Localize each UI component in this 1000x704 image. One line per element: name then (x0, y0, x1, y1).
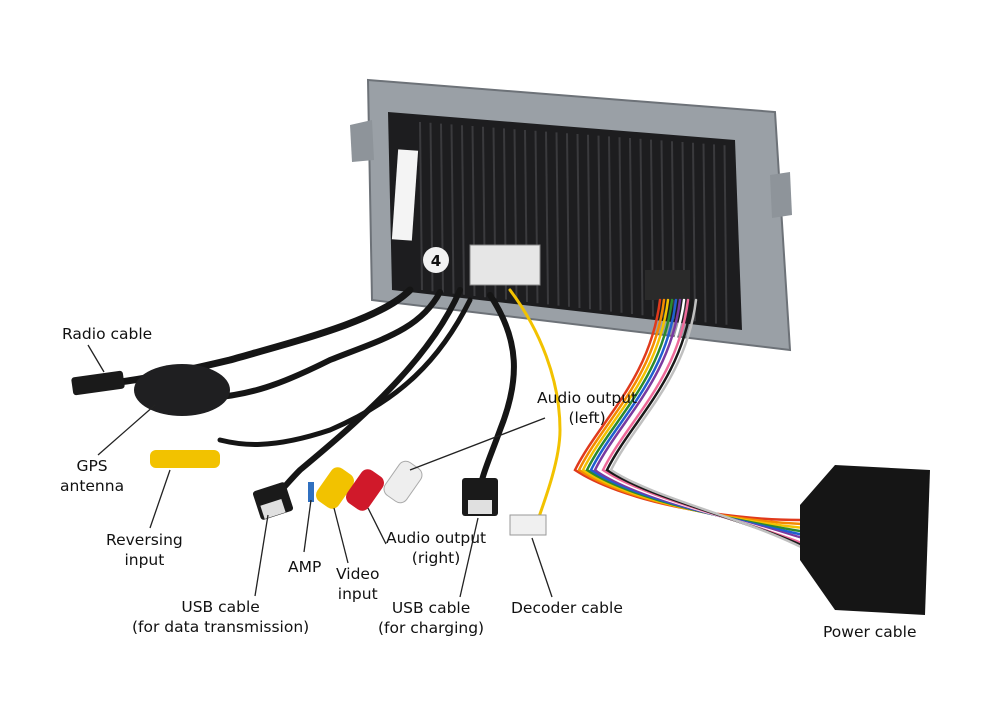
label-video-input: Video input (336, 565, 380, 603)
heatsink-fin (723, 145, 728, 325)
gps-cable-wire (207, 289, 443, 401)
label-radio-cable: Radio cable (62, 325, 153, 343)
leader-video-input (333, 507, 349, 564)
label-audio-right: Audio output (right) (386, 529, 487, 567)
heatsink-fin (576, 133, 581, 309)
power-socket (645, 270, 690, 300)
loop-wire (217, 297, 473, 447)
leader-decoder-cable (531, 537, 553, 598)
heatsink-fin (461, 125, 465, 295)
usb-data-wire (273, 287, 463, 499)
leader-radio-cable (87, 344, 105, 373)
yellow-wire (508, 288, 562, 530)
label-usb-charging: USB cable (for charging) (378, 599, 485, 637)
heatsink-fin (450, 124, 455, 294)
leader-amp (303, 499, 312, 553)
heatsink-fin (419, 121, 423, 291)
leader-gps-antenna (97, 404, 156, 456)
radio-plug (71, 370, 125, 396)
reversing-rca-plug (150, 450, 220, 468)
leader-usb-data (254, 514, 269, 597)
heatsink-fin (566, 133, 570, 307)
label-amp: AMP (288, 558, 322, 576)
gps-antenna-puck (134, 364, 230, 416)
heatsink-fin (692, 142, 696, 322)
heatsink-fin (618, 137, 623, 313)
serial-sticker (391, 149, 419, 241)
connectors (71, 364, 930, 615)
audio-right-rca-plug (346, 469, 384, 511)
frame-ear-right (770, 172, 792, 218)
connector-block (469, 244, 541, 286)
heatsink-fin (629, 137, 633, 315)
heatsink-fin (545, 131, 549, 305)
usb-data-tip (260, 498, 286, 520)
harness-wire (609, 298, 820, 558)
port-badge-label: 4 (431, 252, 441, 270)
leader-lines (87, 344, 553, 598)
power-harness (573, 298, 820, 558)
leader-audio-left (409, 417, 546, 471)
label-audio-left: Audio output (left) (537, 389, 638, 427)
leader-reversing-input (149, 469, 171, 529)
port-badge (423, 247, 449, 273)
label-decoder-cable: Decoder cable (511, 599, 623, 617)
heatsink-fin (587, 134, 591, 310)
power-plug (800, 465, 930, 615)
head-unit: 4 (350, 78, 792, 352)
usb-charge-tip (468, 500, 492, 514)
leader-audio-right (367, 507, 387, 545)
leader-usb-charging (459, 517, 479, 598)
label-usb-data: USB cable (for data transmission) (132, 598, 310, 636)
label-power-cable: Power cable (823, 623, 917, 641)
video-rca-plug (316, 467, 354, 509)
audio-left-rca-plug (383, 460, 423, 504)
heatsink-fin (639, 138, 644, 316)
decoder-plug (509, 514, 547, 536)
label-reversing-input: Reversing input (106, 531, 183, 569)
heatsink-fin (597, 135, 602, 311)
heatsink-fin (702, 143, 707, 323)
heatsink-fin (608, 136, 612, 312)
frame-ear-left (350, 120, 374, 162)
heatsink-fin (713, 144, 717, 324)
heatsink-fin (555, 132, 560, 306)
usb-charge-wire (479, 292, 517, 483)
label-gps-antenna: GPS antenna (60, 457, 125, 495)
amp-lead-tip (308, 482, 314, 502)
